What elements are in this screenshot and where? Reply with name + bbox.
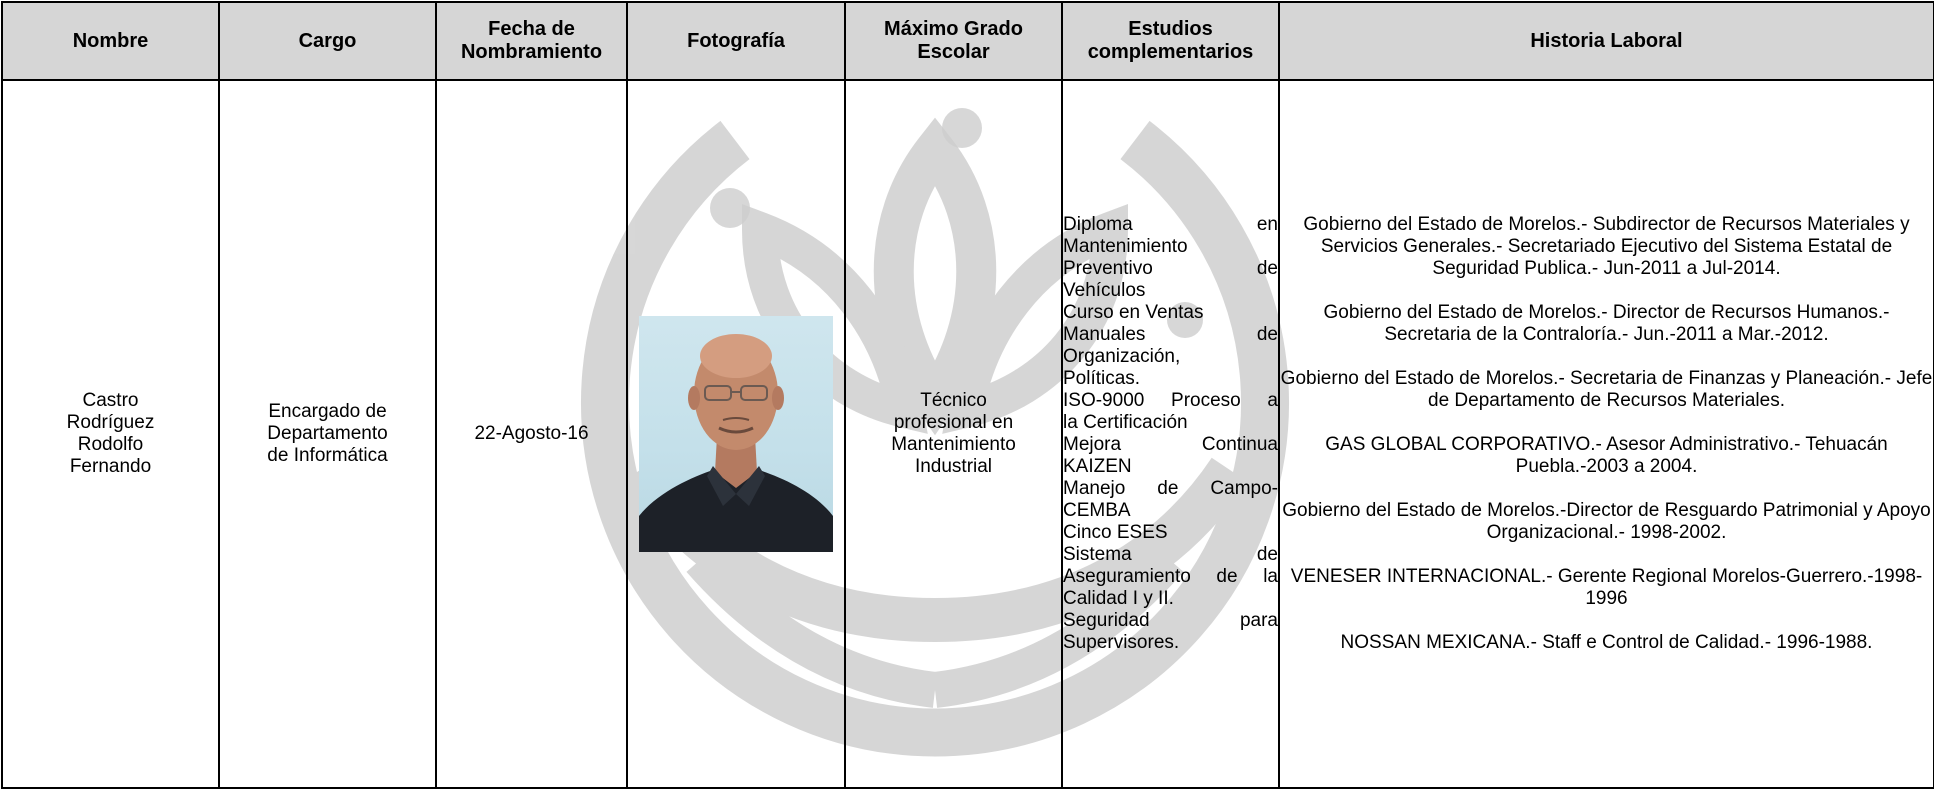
estudio-line: Seguridad para xyxy=(1063,610,1278,631)
historia-entry: NOSSAN MEXICANA.- Staff e Control de Cal… xyxy=(1340,632,1873,653)
historia-entry: Gobierno del Estado de Morelos.- Secreta… xyxy=(1280,368,1933,411)
historia-entry: Gobierno del Estado de Morelos.-Director… xyxy=(1282,500,1931,543)
cell-fecha: 22-Agosto-16 xyxy=(435,79,628,789)
cell-fotografia xyxy=(626,79,846,789)
estudio-line: la Certificación xyxy=(1063,412,1188,433)
estudio-line: Supervisores. xyxy=(1063,632,1180,653)
cell-historia: Gobierno del Estado de Morelos.- Subdire… xyxy=(1278,79,1934,789)
person-photo xyxy=(639,316,833,552)
estudio-line: Calidad I y II. xyxy=(1063,588,1174,609)
cell-nombre: Castro Rodríguez Rodolfo Fernando xyxy=(1,79,220,789)
estudio-line: Preventivo de xyxy=(1063,258,1278,279)
estudio-line: Diploma en xyxy=(1063,214,1278,235)
historia-entry: VENESER INTERNACIONAL.- Gerente Regional… xyxy=(1290,566,1923,609)
estudio-line: Manejo de Campo- xyxy=(1063,478,1278,499)
estudio-line: ISO-9000 Proceso a xyxy=(1063,390,1278,411)
historia-entry: GAS GLOBAL CORPORATIVO.- Asesor Administ… xyxy=(1325,434,1888,477)
estudio-line: Mantenimiento xyxy=(1063,236,1188,257)
estudio-line: Mejora Continua xyxy=(1063,434,1278,455)
estudio-line: Manuales de xyxy=(1063,324,1278,345)
estudio-line: Cinco ESES xyxy=(1063,522,1168,543)
header-fotografia: Fotografía xyxy=(626,1,846,81)
estudio-line: Políticas. xyxy=(1063,368,1141,389)
cell-cargo: Encargado de Departamento de Informática xyxy=(218,79,437,789)
historia-entry: Gobierno del Estado de Morelos.- Subdire… xyxy=(1303,214,1910,279)
estudio-line: Vehículos xyxy=(1063,280,1146,301)
header-historia: Historia Laboral xyxy=(1278,1,1934,81)
header-cargo: Cargo xyxy=(218,1,437,81)
estudio-line: Sistema de xyxy=(1063,544,1278,565)
estudio-line: Curso en Ventas xyxy=(1063,302,1204,323)
header-nombre: Nombre xyxy=(1,1,220,81)
estudio-line: Aseguramiento de la xyxy=(1063,566,1278,587)
table-row: Castro Rodríguez Rodolfo Fernando Encarg… xyxy=(1,79,1934,789)
estudio-line: Organización, xyxy=(1063,346,1181,367)
cell-estudios: Diploma en Mantenimiento Preventivo de V… xyxy=(1061,79,1280,789)
estudio-line: KAIZEN xyxy=(1063,456,1132,477)
estudio-line: CEMBA xyxy=(1063,500,1131,521)
cell-grado: Técnico profesional en Mantenimiento Ind… xyxy=(844,79,1063,789)
historia-entry: Gobierno del Estado de Morelos.- Directo… xyxy=(1323,302,1890,345)
